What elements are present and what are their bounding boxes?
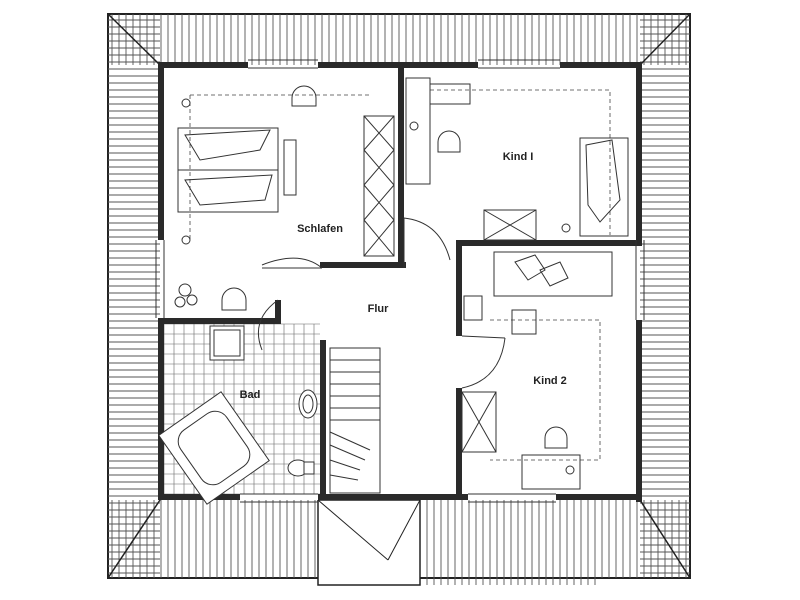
staircase [329, 347, 381, 494]
label-bedroom: Schlafen [297, 223, 343, 235]
label-hallway: Flur [368, 303, 389, 315]
label-bathroom: Bad [240, 389, 261, 401]
label-child1: Kind I [503, 151, 534, 163]
label-child2: Kind 2 [533, 375, 567, 387]
roof-slope-lines [189, 89, 611, 461]
child1-furniture [405, 77, 629, 241]
bedroom-furniture [174, 85, 395, 311]
room-labels: Schlafen Kind I Kind 2 Flur Bad [240, 151, 567, 401]
walls [158, 62, 642, 502]
doors [258, 217, 506, 389]
child2-furniture [461, 251, 613, 490]
bathroom-fixtures [158, 325, 318, 505]
windows [155, 59, 645, 503]
